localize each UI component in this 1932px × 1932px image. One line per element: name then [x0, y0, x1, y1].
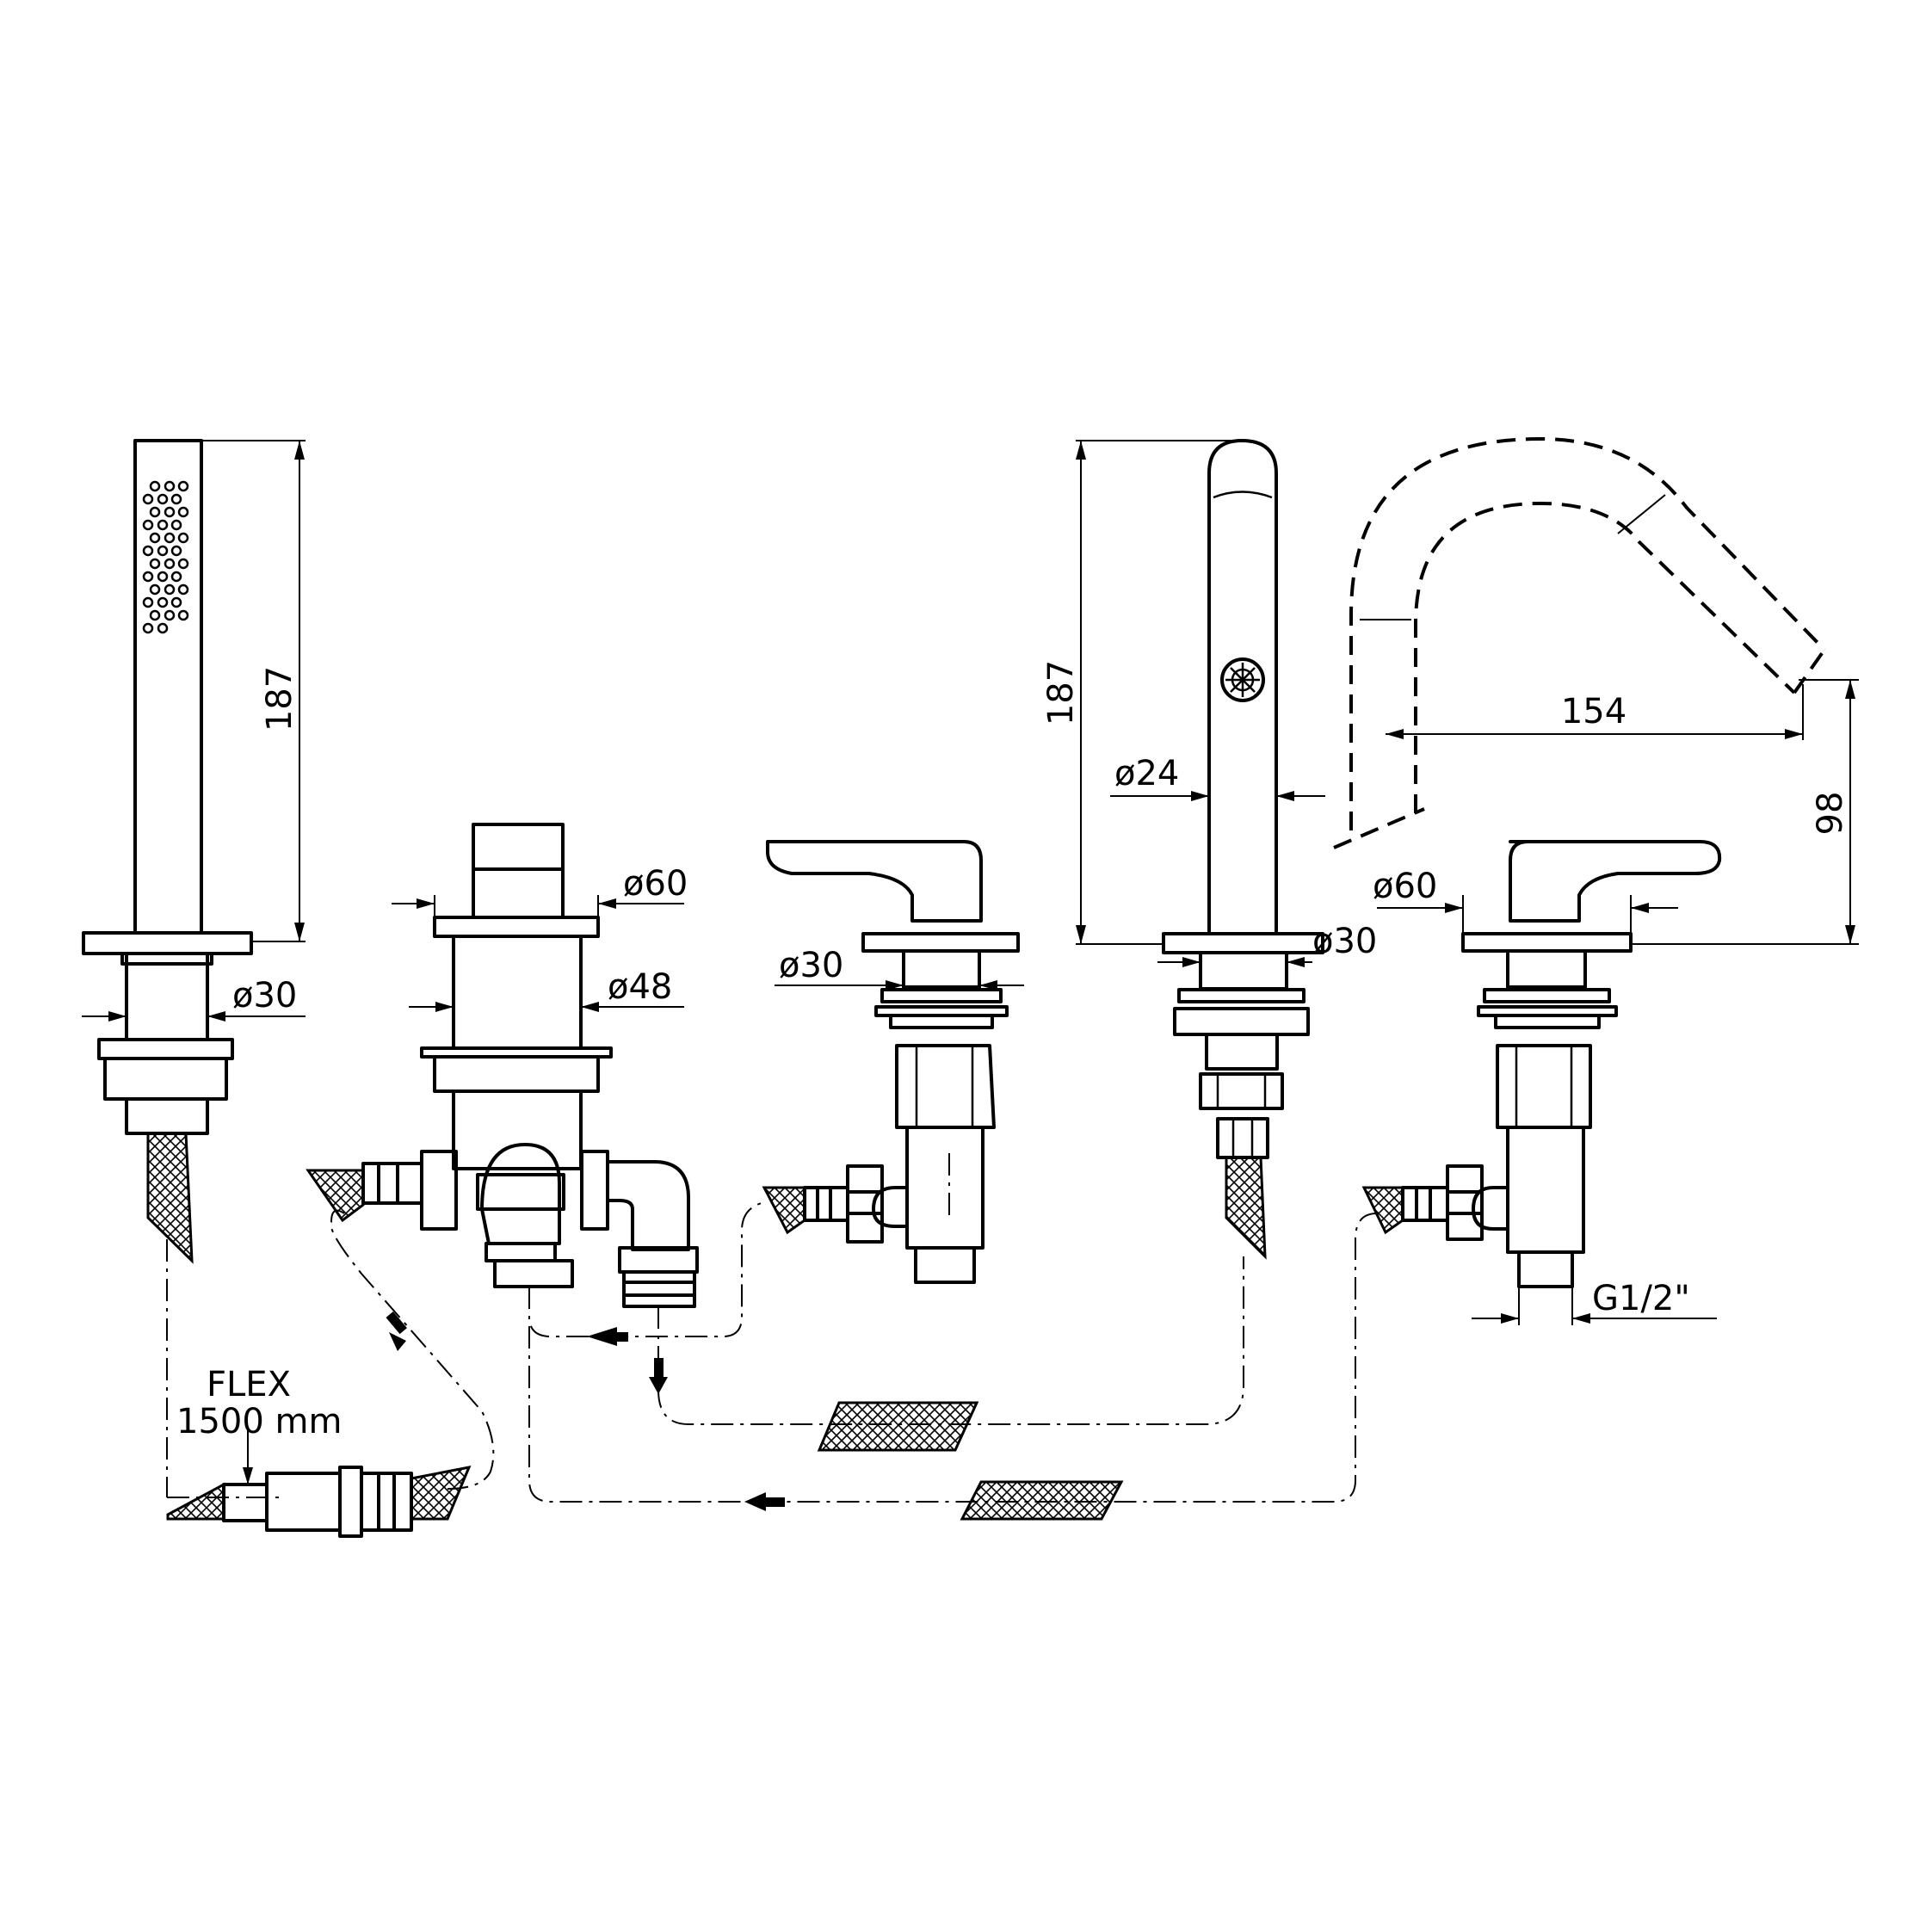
spout-reach-label: 154	[1561, 692, 1626, 731]
hand-shower	[82, 439, 253, 1497]
diverter-valve	[306, 823, 699, 1308]
spout-diameter-label: ø24	[1114, 754, 1179, 793]
hand-shower-dimensions: 187 ø30	[82, 440, 306, 1022]
spout-aerator	[1220, 657, 1265, 702]
left-valve-diameter-label: ø30	[779, 946, 843, 985]
flex-title-label: FLEX	[207, 1365, 291, 1404]
diverter-body-diameter-label: ø48	[608, 967, 672, 1007]
flex-hose: FLEX 1500 mm	[166, 1365, 472, 1538]
right-lever-valve	[1361, 840, 1722, 1288]
spout-base-diameter-label: ø30	[1312, 922, 1377, 961]
spout-swivel-outline	[1333, 436, 1826, 849]
diverter-dimensions: ø60 ø48	[392, 864, 688, 1012]
flex-length-label: 1500 mm	[176, 1402, 342, 1441]
diverter-top-diameter-label: ø60	[623, 864, 688, 904]
handshower-height-label: 187	[260, 666, 299, 731]
left-lever-valve	[762, 840, 1020, 1284]
left-valve-dimensions: ø30	[775, 946, 1024, 991]
handshower-diameter-label: ø30	[232, 976, 297, 1015]
right-valve-dimensions: ø60 G1/2"	[1373, 867, 1717, 1325]
hose-routing	[330, 1202, 1378, 1521]
spout-dimensions: 187 ø24 ø30 154 98	[1041, 440, 1859, 967]
spout	[1162, 439, 1324, 1260]
thread-size-label: G1/2"	[1592, 1279, 1690, 1318]
spout-height-label: 187	[1041, 660, 1081, 725]
shower-spray-holes	[142, 480, 189, 634]
spout-outlet-height-label: 98	[1811, 792, 1850, 836]
right-valve-diameter-label: ø60	[1373, 867, 1437, 906]
